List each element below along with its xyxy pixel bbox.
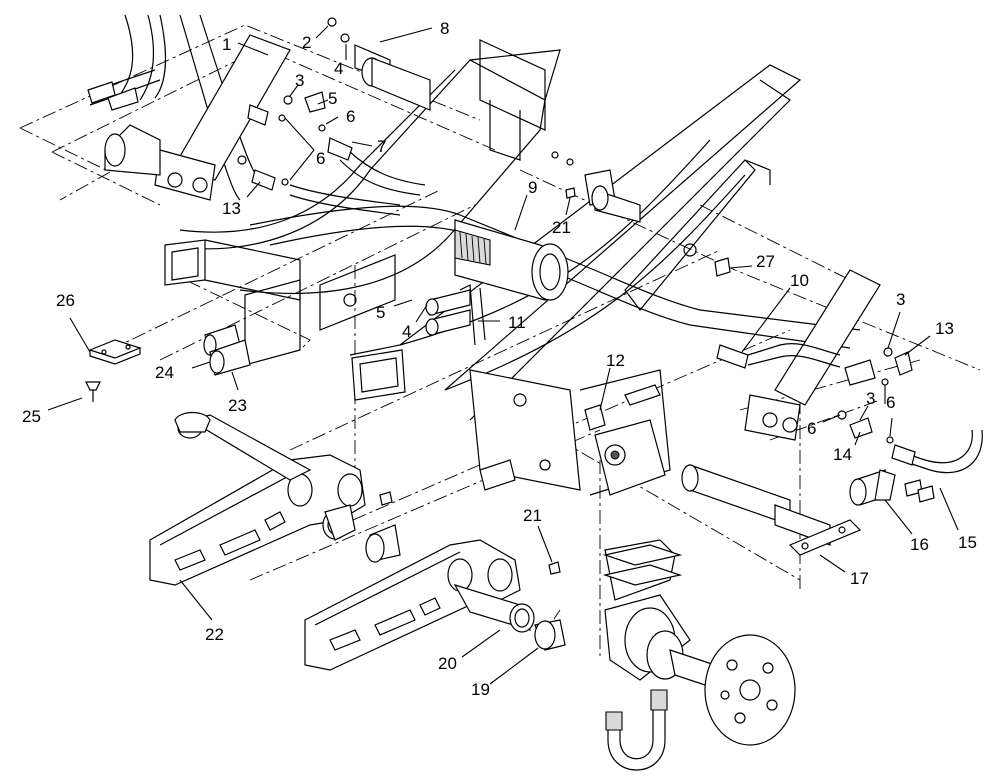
u-bolt [605, 689, 668, 771]
callout-6: 6 [807, 419, 816, 438]
callout-15: 15 [958, 533, 977, 552]
callout-6: 6 [316, 149, 325, 168]
callout-21: 21 [523, 506, 542, 525]
pin-item-21 [551, 151, 641, 223]
spacer-plates [602, 544, 683, 586]
leader-lines [47, 25, 959, 685]
small-parts-21 [548, 187, 576, 575]
hose-item-10 [716, 343, 841, 369]
bushing-item-19 [534, 619, 566, 651]
callout-20: 20 [438, 654, 457, 673]
callout-25: 25 [22, 407, 41, 426]
callout-23: 23 [228, 396, 247, 415]
callout-4: 4 [334, 59, 343, 78]
callout-9: 9 [528, 178, 537, 197]
callout-26: 26 [56, 291, 75, 310]
callout-1: 1 [222, 35, 231, 54]
callout-22: 22 [205, 625, 224, 644]
hose-item-15 [891, 429, 983, 474]
callout-4: 4 [402, 322, 411, 341]
screw-item-25 [85, 381, 101, 402]
callout-10: 10 [790, 271, 809, 290]
callout-3: 3 [866, 389, 875, 408]
plugs-item-23-24 [203, 324, 251, 376]
pin-left [104, 124, 161, 176]
callout-7: 7 [377, 137, 386, 156]
mount-bracket-item-12 [469, 369, 671, 496]
cylinder-tube-item-9 [454, 219, 569, 301]
callout-3: 3 [295, 71, 304, 90]
bushings-middle [322, 491, 401, 563]
callout-8: 8 [440, 19, 449, 38]
callout-12: 12 [606, 351, 625, 370]
callout-19: 19 [471, 680, 490, 699]
small-hardware-top [237, 17, 353, 191]
callout-6: 6 [886, 393, 895, 412]
hose-bracket-right [744, 269, 913, 444]
pin-item-17 [681, 464, 862, 556]
callout-17: 17 [850, 569, 869, 588]
plate-item-26 [88, 339, 142, 365]
callout-2: 2 [302, 33, 311, 52]
alignment-lines [19, 24, 981, 660]
clamp-item-11 [425, 284, 486, 346]
callout-16: 16 [910, 535, 929, 554]
callout-27: 27 [756, 252, 775, 271]
callout-5: 5 [328, 89, 337, 108]
callout-21: 21 [552, 218, 571, 237]
callout-14: 14 [833, 445, 852, 464]
callout-24: 24 [155, 363, 174, 382]
hoses-left [87, 69, 426, 216]
arm-item-20 [304, 539, 535, 671]
callout-11: 11 [508, 313, 526, 332]
pin-item-16 [849, 469, 935, 506]
callout-5: 5 [376, 303, 385, 322]
fitting-item-27 [714, 257, 731, 277]
callout-labels: 1 2 3 3 3 4 4 5 5 6 6 6 6 7 8 9 10 11 12… [22, 19, 977, 699]
hose-bracket-item-1 [154, 34, 291, 201]
callout-13: 13 [222, 199, 241, 218]
arm-item-22 [149, 411, 366, 586]
callout-3: 3 [896, 290, 905, 309]
callout-13: 13 [935, 319, 954, 338]
callout-6: 6 [346, 107, 355, 126]
pin-item-8 [354, 44, 431, 111]
